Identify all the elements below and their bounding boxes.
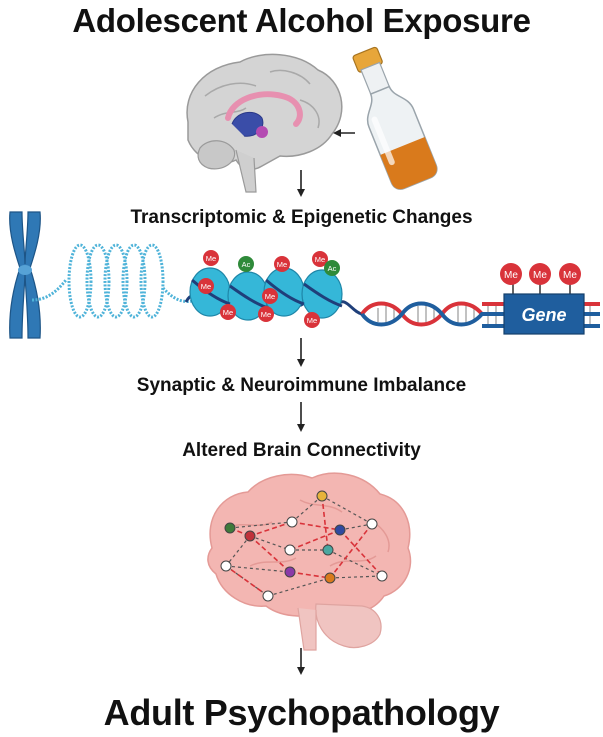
svg-text:Me: Me — [261, 310, 271, 319]
gene-box: Gene — [503, 284, 585, 335]
connectivity-brain-icon — [207, 472, 412, 651]
svg-text:Me: Me — [504, 270, 518, 281]
methyl-mark: Me — [203, 250, 219, 266]
brain-sagittal-icon — [186, 53, 343, 193]
methyl-mark: Me — [304, 312, 320, 328]
methyl-mark: Me — [262, 288, 278, 304]
arrow-to-connectivity — [297, 402, 305, 432]
svg-text:Me: Me — [563, 270, 577, 281]
alcohol-bottle-icon — [352, 46, 438, 190]
outcome-title: Adult Psychopathology — [103, 692, 500, 733]
arrow-to-outcome — [297, 648, 305, 675]
methyl-mark: Me — [258, 306, 274, 322]
step-altered-connectivity: Altered Brain Connectivity — [182, 440, 421, 461]
svg-text:Me: Me — [265, 292, 275, 301]
methyl-mark: Me — [500, 263, 522, 285]
bottle-to-brain-arrow — [333, 129, 355, 137]
methyl-mark: Me — [312, 251, 328, 267]
acetyl-mark: Ac — [238, 256, 254, 272]
step-synaptic-neuroimmune: Synaptic & Neuroimmune Imbalance — [136, 375, 467, 396]
methyl-mark: Me — [198, 278, 214, 294]
gene-label: Gene — [521, 305, 566, 325]
svg-text:Me: Me — [307, 316, 317, 325]
main-title: Adolescent Alcohol Exposure — [72, 2, 531, 39]
svg-text:Me: Me — [206, 254, 216, 263]
chromosome-icon — [9, 211, 41, 339]
methyl-mark: Me — [220, 304, 236, 320]
methyl-mark: Me — [559, 263, 581, 285]
methyl-mark: Me — [529, 263, 551, 285]
svg-text:Me: Me — [277, 260, 287, 269]
arrow-to-synaptic — [297, 338, 305, 367]
step-transcriptomic-epigenetic: Transcriptomic & Epigenetic Changes — [130, 207, 473, 228]
svg-text:Me: Me — [201, 282, 211, 291]
svg-text:Me: Me — [533, 270, 547, 281]
svg-text:Me: Me — [223, 308, 233, 317]
acetyl-mark: Ac — [324, 260, 340, 276]
arrow-to-transcriptomic — [297, 170, 305, 197]
methyl-mark: Me — [274, 256, 290, 272]
svg-text:Ac: Ac — [328, 264, 337, 273]
svg-text:Ac: Ac — [242, 260, 251, 269]
chromatin-coil-icon — [31, 243, 197, 319]
svg-text:Me: Me — [315, 255, 325, 264]
